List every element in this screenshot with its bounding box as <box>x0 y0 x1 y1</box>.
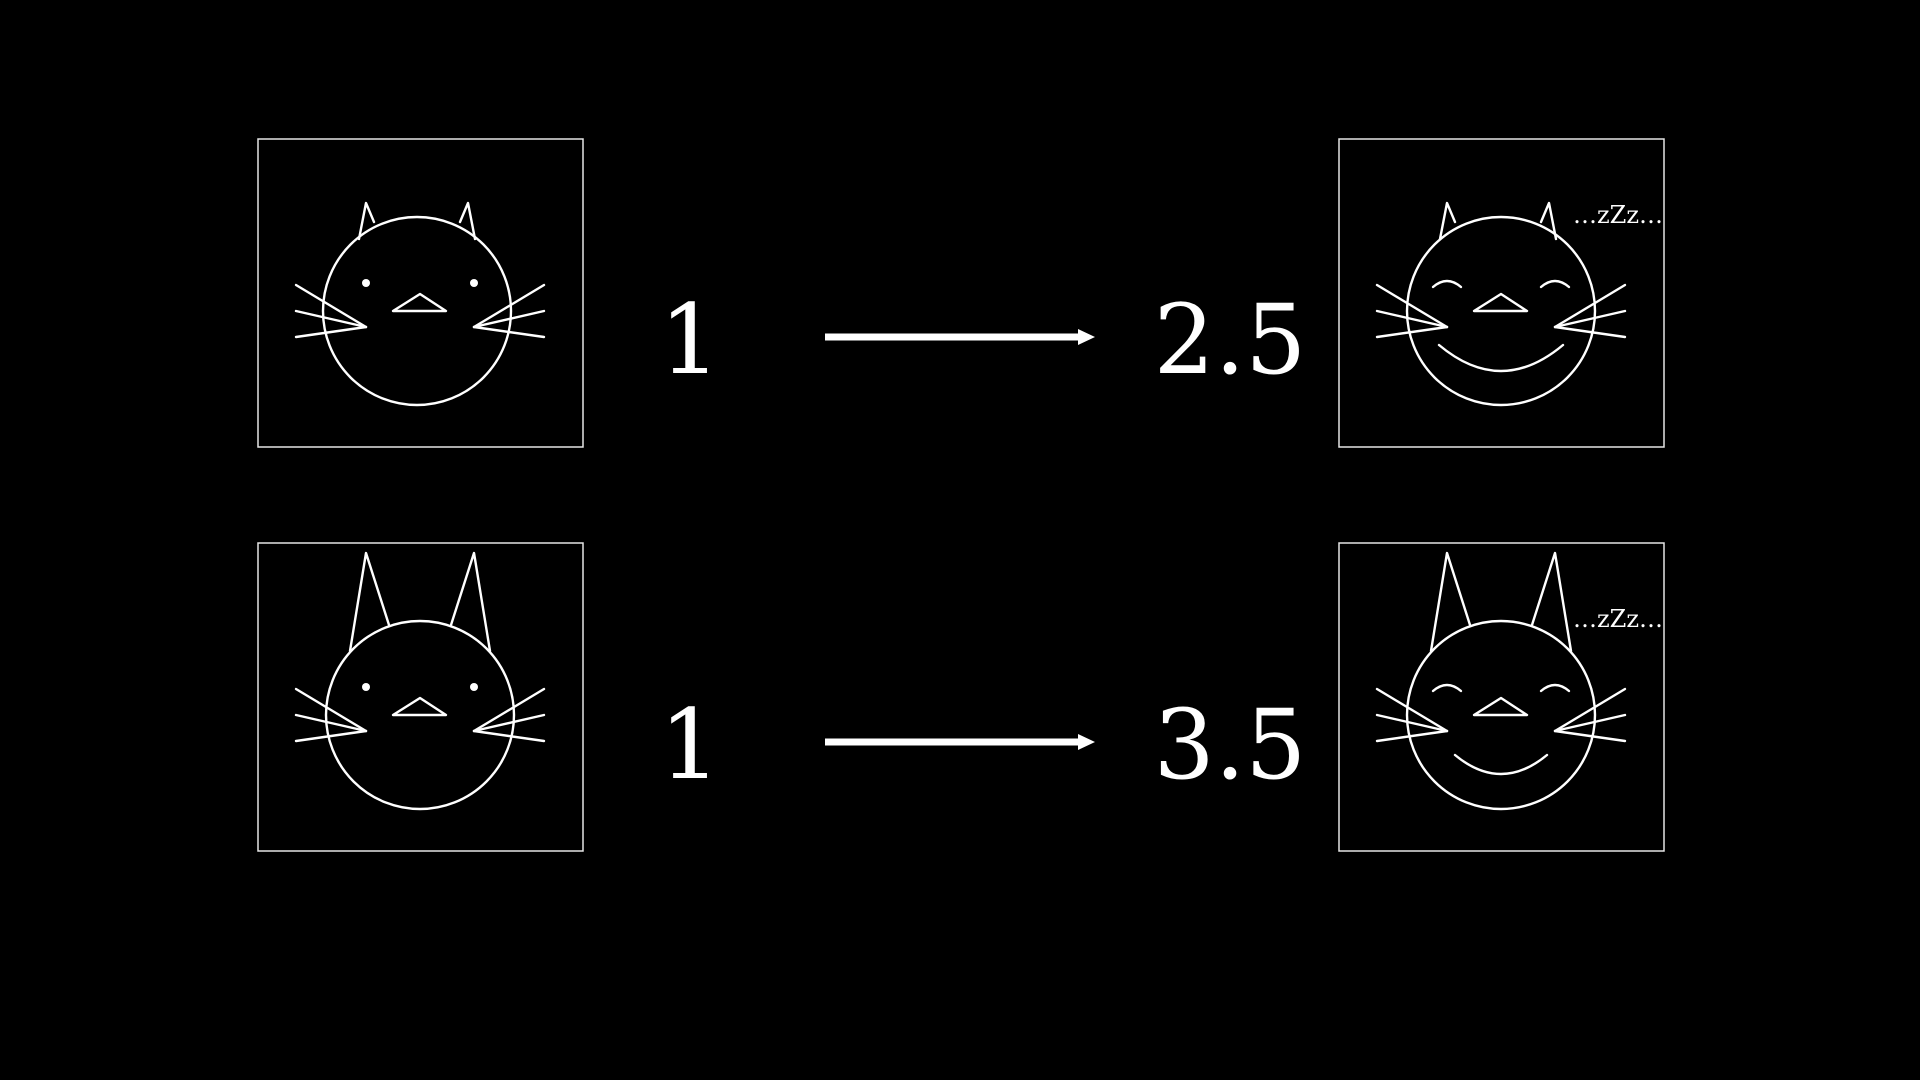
diagram-row-2: 1 3.5 …zZz… <box>257 542 1665 852</box>
before-panel-2 <box>257 542 584 852</box>
cat-sleeping-happy-icon <box>1375 551 1627 811</box>
sleep-caption-2: …zZz… <box>1573 605 1663 633</box>
cat-awake-icon <box>294 551 546 811</box>
after-panel-2: …zZz… <box>1338 542 1665 852</box>
after-panel-1: …zZz… <box>1338 138 1665 448</box>
diagram-row-1: 1 2.5 …zZz… <box>257 138 1665 448</box>
after-panel-frame <box>1338 542 1665 852</box>
to-value-1: 2.5 <box>1154 284 1307 396</box>
before-panel-1 <box>257 138 584 448</box>
sleep-caption-1: …zZz… <box>1573 201 1663 229</box>
after-panel-frame <box>1338 138 1665 448</box>
cat-sleeping-happy-icon <box>1375 201 1627 407</box>
before-panel-frame <box>257 138 584 448</box>
cat-awake-icon <box>294 201 546 407</box>
before-panel-frame <box>257 542 584 852</box>
arrow-right-icon <box>825 329 1095 345</box>
from-value-1: 1 <box>659 284 720 396</box>
to-value-2: 3.5 <box>1154 689 1307 801</box>
from-value-2: 1 <box>659 689 720 801</box>
arrow-right-icon <box>825 734 1095 750</box>
